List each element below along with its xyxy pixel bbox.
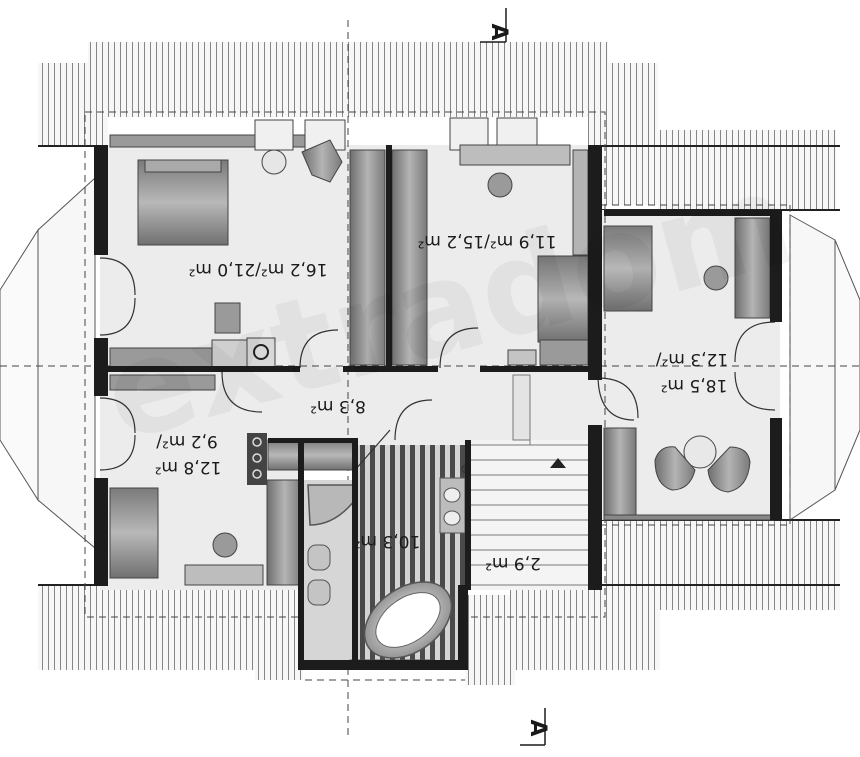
room-label-bedroom-4-line2: 12,8 m² bbox=[155, 457, 222, 477]
room-label-bedroom-4-line1: 9,2 m²/ bbox=[156, 431, 218, 451]
room-label-hall: 8,3 m² bbox=[310, 396, 366, 416]
room-label-stair: 2,9 m² bbox=[485, 553, 541, 573]
bed bbox=[109, 487, 159, 579]
bed bbox=[537, 255, 589, 343]
armchair bbox=[707, 446, 751, 493]
furniture bbox=[109, 117, 775, 586]
wardrobe bbox=[391, 149, 428, 366]
room-label-bedroom-1: 16,2 m²/21,0 m² bbox=[189, 259, 328, 279]
bed bbox=[137, 159, 229, 246]
chair bbox=[214, 302, 241, 334]
room-label-bedroom-3-line2: 18,5 m² bbox=[661, 375, 728, 395]
stove bbox=[246, 337, 276, 369]
room-label-bathroom: 10,3 m² bbox=[354, 531, 421, 551]
svg-text:A: A bbox=[525, 719, 550, 736]
door-swings bbox=[99, 257, 776, 471]
round-table bbox=[261, 149, 287, 175]
walls bbox=[94, 145, 782, 670]
room-labels: 16,2 m²/21,0 m² 11,9 m²/15,2 m² 12,3 m²/… bbox=[155, 231, 729, 573]
armchair bbox=[654, 446, 696, 491]
stairs bbox=[469, 374, 591, 586]
wardrobe bbox=[349, 149, 386, 366]
roof-area bbox=[0, 42, 860, 685]
office-chair bbox=[212, 532, 238, 558]
office-chair bbox=[703, 265, 729, 291]
room-label-bedroom-2: 11,9 m²/15,2 m² bbox=[418, 231, 557, 251]
section-mark-bottom: A bbox=[520, 708, 550, 746]
bathroom bbox=[303, 445, 471, 669]
room-label-bedroom-3-line1: 12,3 m²/ bbox=[656, 349, 729, 369]
svg-text:A: A bbox=[486, 23, 511, 40]
round-table bbox=[683, 435, 717, 469]
section-mark-top: A bbox=[480, 8, 511, 43]
office-chair bbox=[487, 172, 513, 198]
bed bbox=[603, 225, 653, 312]
